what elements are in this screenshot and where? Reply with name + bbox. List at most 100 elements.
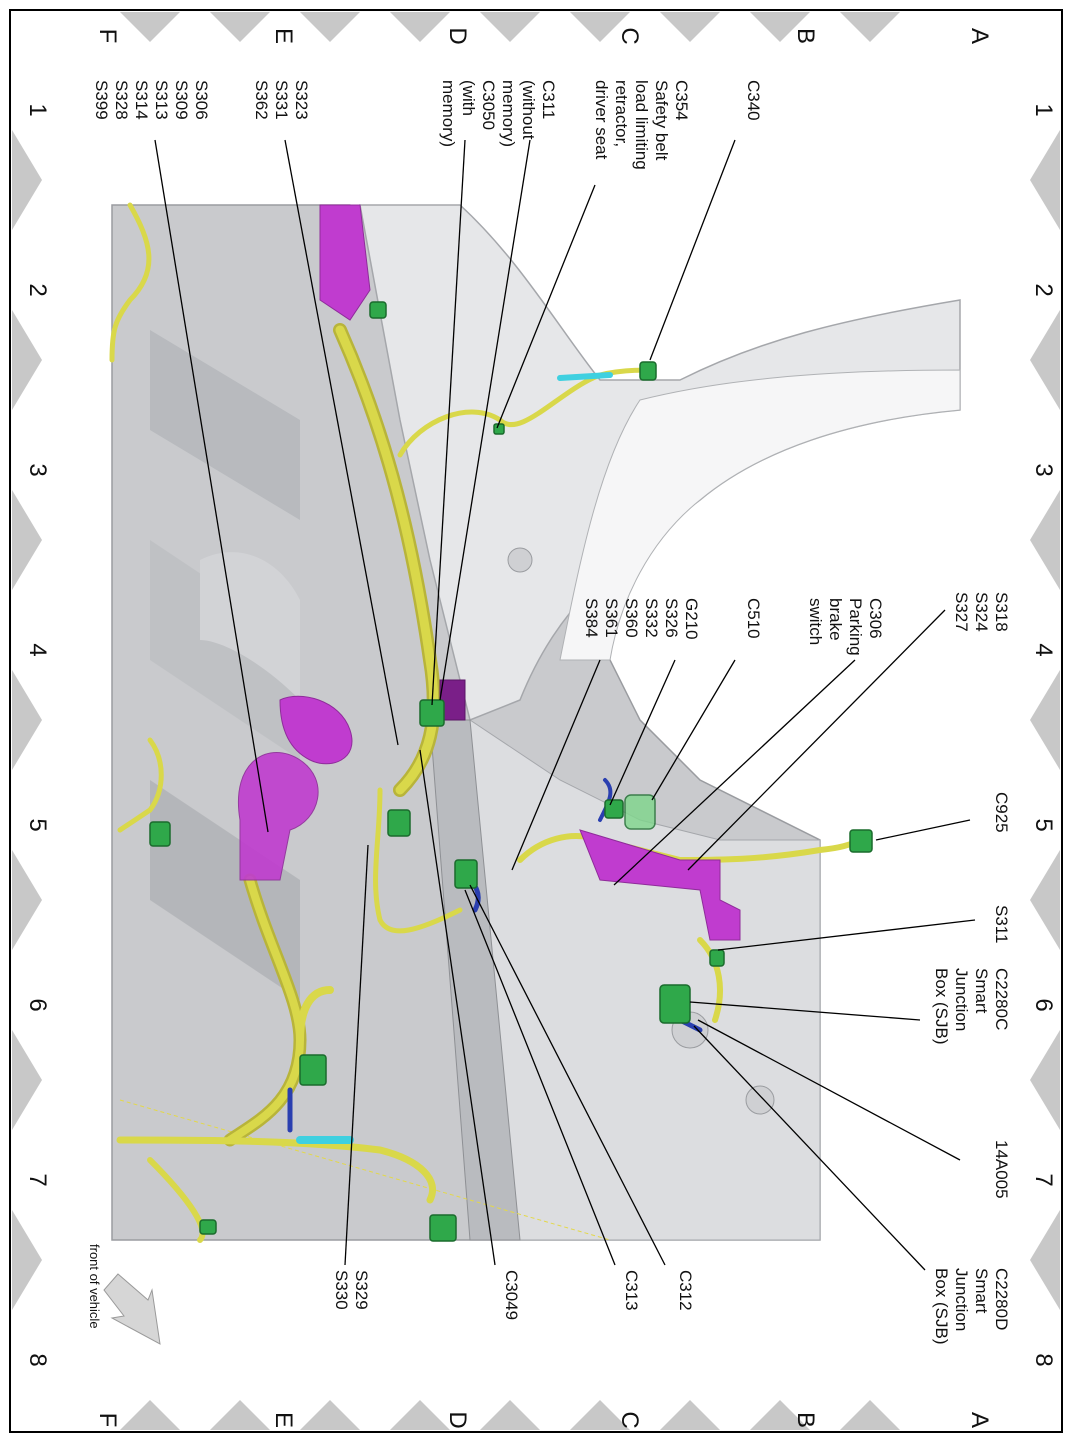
label-line: C354 bbox=[672, 80, 691, 121]
label-line: S314 bbox=[132, 80, 151, 120]
grid-number: 4 bbox=[1030, 643, 1057, 656]
grid-number: 2 bbox=[24, 283, 51, 296]
label-line: G210 bbox=[682, 598, 701, 640]
label-line: C2280D bbox=[992, 1268, 1011, 1330]
label-14a005: 14A005 bbox=[992, 1140, 1011, 1199]
label-c311: C311 (without memory) C3050 (with memory… bbox=[439, 80, 558, 147]
label-line: load limiting bbox=[632, 80, 651, 170]
grid-number: 7 bbox=[1030, 1173, 1057, 1186]
connector-c2280c bbox=[659, 984, 691, 1024]
label-line: (without bbox=[519, 80, 538, 140]
label-line: (with bbox=[459, 80, 478, 116]
grid-number: 6 bbox=[24, 998, 51, 1011]
front-of-vehicle-indicator: front of vehicle bbox=[87, 1244, 161, 1345]
connector-c354 bbox=[493, 423, 505, 435]
connector-g210 bbox=[604, 799, 624, 819]
label-line: C312 bbox=[676, 1270, 695, 1311]
label-line: C340 bbox=[744, 80, 763, 121]
connector-c510 bbox=[624, 794, 656, 830]
label-line: C306 bbox=[866, 598, 885, 639]
grid-number: 8 bbox=[1030, 1353, 1057, 1366]
label-line: Junction bbox=[952, 968, 971, 1031]
grid-number: 7 bbox=[24, 1173, 51, 1186]
label-line: S306 bbox=[192, 80, 211, 120]
label-c3049: C3049 bbox=[502, 1270, 521, 1320]
label-line: switch bbox=[806, 598, 825, 645]
grid-numbers-left: 1 2 3 4 5 6 7 8 bbox=[24, 103, 51, 1366]
connector-c3049 bbox=[454, 859, 478, 889]
label-c510: C510 bbox=[744, 598, 763, 639]
label-s323: S323 S331 S362 bbox=[252, 80, 311, 120]
label-line: S326 bbox=[662, 598, 681, 638]
grid-letter: E bbox=[270, 28, 297, 44]
label-line: S399 bbox=[92, 80, 111, 120]
grid-letter: D bbox=[444, 1411, 471, 1428]
label-c306: C306 Parking brake switch bbox=[806, 598, 885, 656]
label-line: retractor, bbox=[612, 80, 631, 147]
label-line: Smart bbox=[972, 1268, 991, 1314]
label-c2280c: C2280C Smart Junction Box (SJB) bbox=[932, 968, 1011, 1045]
label-line: C313 bbox=[622, 1270, 641, 1311]
grid-letter: C bbox=[616, 1411, 643, 1428]
grid-letter: B bbox=[792, 28, 819, 44]
grid-number: 3 bbox=[1030, 463, 1057, 476]
grid-letter: F bbox=[94, 1413, 121, 1428]
grid-number: 8 bbox=[24, 1353, 51, 1366]
label-line: S324 bbox=[972, 592, 991, 632]
label-line: C510 bbox=[744, 598, 763, 639]
label-c340: C340 bbox=[744, 80, 763, 121]
label-line: Smart bbox=[972, 968, 991, 1014]
label-line: driver seat bbox=[592, 80, 611, 160]
grid-letters-bottom: A B C D E F bbox=[94, 1411, 993, 1428]
label-line: S331 bbox=[272, 80, 291, 120]
label-s329: S329 S330 bbox=[332, 1270, 371, 1310]
label-line: S327 bbox=[952, 592, 971, 632]
label-line: S330 bbox=[332, 1270, 351, 1310]
label-line: S311 bbox=[992, 905, 1011, 943]
label-line: S384 bbox=[582, 598, 601, 638]
front-of-vehicle-label: front of vehicle bbox=[87, 1244, 102, 1329]
grid-number: 1 bbox=[1030, 103, 1057, 116]
label-line: S313 bbox=[152, 80, 171, 120]
grid-letter: B bbox=[792, 1412, 819, 1428]
grid-letter: F bbox=[94, 29, 121, 44]
label-line: Box (SJB) bbox=[932, 968, 951, 1045]
label-line: S329 bbox=[352, 1270, 371, 1310]
label-line: memory) bbox=[439, 80, 458, 147]
connector-c925 bbox=[849, 829, 873, 853]
label-line: C311 bbox=[539, 80, 558, 119]
label-line: S360 bbox=[622, 598, 641, 638]
label-line: brake bbox=[826, 598, 845, 641]
grid-letters-top: A B C D E F bbox=[94, 27, 993, 44]
label-line: memory) bbox=[499, 80, 518, 147]
grid-number: 2 bbox=[1030, 283, 1057, 296]
wiring-harness bbox=[109, 202, 863, 1243]
grid-letter: E bbox=[270, 1412, 297, 1428]
grid-letter: A bbox=[966, 28, 993, 44]
connector-c340 bbox=[639, 361, 657, 381]
label-line: C925 bbox=[992, 792, 1011, 833]
label-line: C3049 bbox=[502, 1270, 521, 1320]
label-line: 14A005 bbox=[992, 1140, 1011, 1199]
grid-number: 5 bbox=[1030, 818, 1057, 831]
label-line: S309 bbox=[172, 80, 191, 120]
label-line: S328 bbox=[112, 80, 131, 120]
label-c313: C313 bbox=[622, 1270, 641, 1311]
label-line: S323 bbox=[292, 80, 311, 120]
grid-letter: C bbox=[616, 27, 643, 44]
label-g210: G210 S326 S332 S360 S361 S384 bbox=[582, 598, 701, 640]
grid-number: 4 bbox=[24, 643, 51, 656]
connectors bbox=[149, 301, 873, 1242]
grid-number: 1 bbox=[24, 103, 51, 116]
label-line: Parking bbox=[846, 598, 865, 656]
label-line: S361 bbox=[602, 598, 621, 638]
magenta-brackets bbox=[238, 204, 741, 941]
label-line: Box (SJB) bbox=[932, 1268, 951, 1345]
frame-border-pattern bbox=[12, 12, 1060, 1430]
label-s318: S318 S324 S327 bbox=[952, 592, 1011, 632]
label-line: S318 bbox=[992, 592, 1011, 632]
label-c312: C312 bbox=[676, 1270, 695, 1311]
label-c2280d: C2280D Smart Junction Box (SJB) bbox=[932, 1268, 1011, 1345]
grid-number: 6 bbox=[1030, 998, 1057, 1011]
